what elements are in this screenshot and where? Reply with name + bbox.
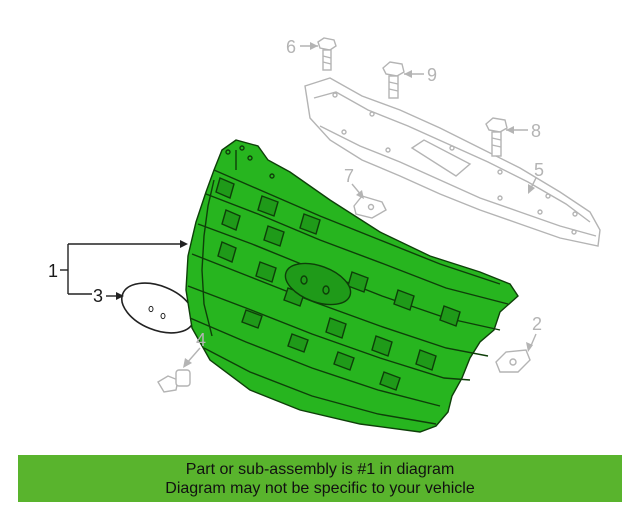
callout-2: 2 [532, 314, 542, 334]
bolt-9-icon [382, 61, 405, 99]
callout-6: 6 [286, 37, 296, 57]
support-panel [304, 77, 601, 247]
callout-9: 9 [427, 65, 437, 85]
grille-assembly [185, 139, 519, 433]
callout-4: 4 [196, 330, 206, 350]
bolt-6-icon [317, 37, 337, 71]
info-banner: Part or sub-assembly is #1 in diagram Di… [18, 455, 622, 502]
banner-line-disclaimer: Diagram may not be specific to your vehi… [165, 480, 475, 497]
callout-1: 1 [48, 261, 58, 281]
leader-arrows [116, 42, 535, 368]
callout-7: 7 [344, 166, 354, 186]
bolt-8-icon [485, 117, 508, 157]
clip-2-icon [495, 349, 531, 373]
bolt-4-icon [157, 369, 191, 393]
callout-8: 8 [531, 121, 541, 141]
banner-line-part: Part or sub-assembly is #1 in diagram [185, 461, 455, 478]
clip-7-icon [353, 195, 387, 219]
parts-diagram: 1 2 3 4 5 6 7 8 9 [48, 37, 601, 433]
callout-3: 3 [93, 286, 103, 306]
callout-5: 5 [534, 160, 544, 180]
